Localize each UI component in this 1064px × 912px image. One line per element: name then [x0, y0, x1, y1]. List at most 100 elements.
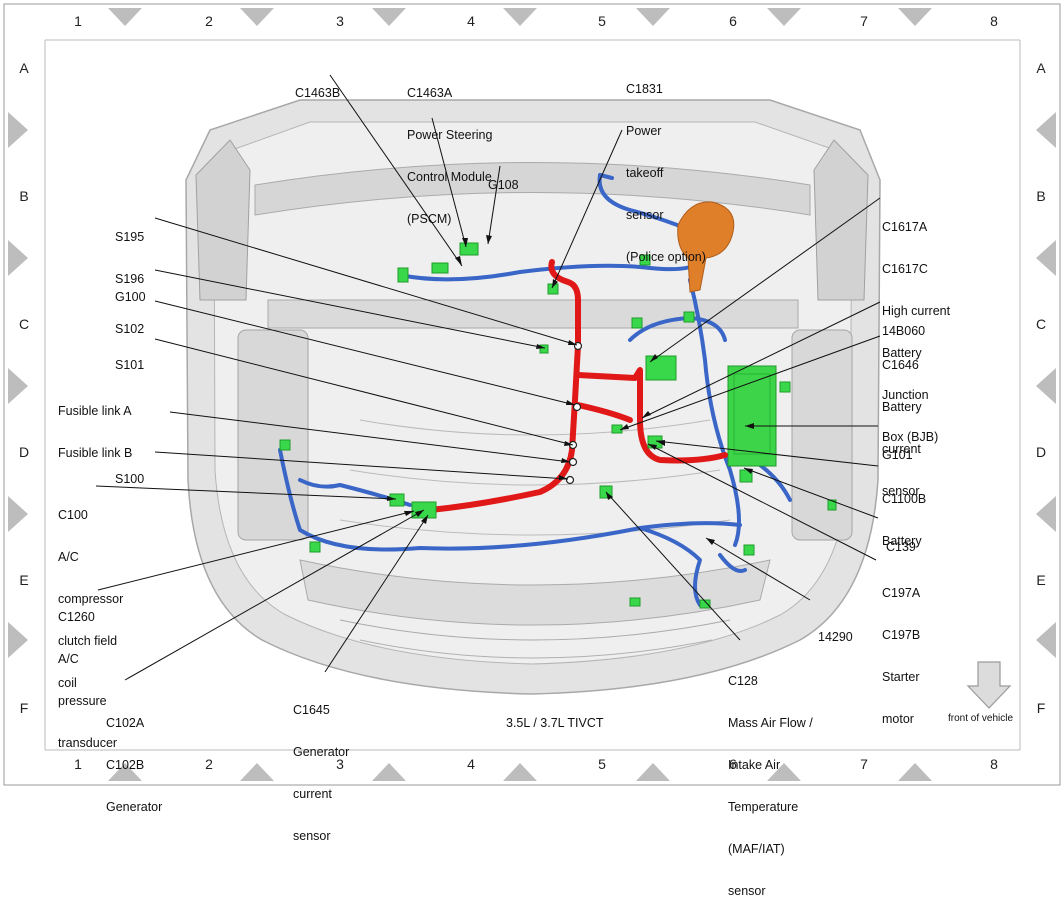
label-c1646: C1646 Battery current sensor — [882, 330, 922, 512]
grid-col-4: 4 — [467, 13, 475, 29]
label-14b060: 14B060 — [882, 296, 925, 352]
label-g100: G100 — [115, 262, 146, 318]
label-line: transducer — [58, 736, 118, 750]
label-line: Starter — [882, 670, 920, 684]
label-line: sensor — [626, 208, 664, 222]
grid-row-b: B — [19, 188, 29, 204]
label-c1260: C1260 A/C pressure transducer — [58, 582, 117, 764]
label-line: pressure — [58, 694, 107, 708]
grid-row-f: F — [1036, 700, 1046, 716]
grid-row-d: D — [1035, 444, 1047, 460]
label-line: C197A — [882, 586, 921, 600]
label-c197: C197A C197B Starter motor — [882, 558, 920, 740]
grid-col-7: 7 — [860, 13, 868, 29]
grid-row-e: E — [19, 572, 29, 588]
label-line: S102 — [115, 322, 145, 336]
grid-row-e: E — [1036, 572, 1046, 588]
label-line: C1617A — [882, 220, 928, 234]
grid-col-6: 6 — [729, 13, 737, 29]
label-line: S196 — [115, 272, 145, 286]
power-harness — [427, 259, 728, 513]
main-wiring-harness — [278, 173, 792, 607]
label-fusible-links: Fusible link A Fusible link B — [58, 376, 132, 474]
label-line: High current — [882, 304, 951, 318]
label-line: C102A — [106, 716, 145, 730]
label-14290: 14290 — [818, 602, 853, 658]
leader-arrowheads — [387, 235, 754, 545]
grid-col-4: 4 — [467, 756, 475, 772]
grid-col-8: 8 — [990, 13, 998, 29]
grid-row-a: A — [1036, 60, 1046, 76]
label-line: Box (BJB) — [882, 430, 939, 444]
label-line: sensor — [882, 484, 920, 498]
label-s195-s196: S195 S196 — [115, 202, 144, 300]
label-line: C197B — [882, 628, 921, 642]
label-line: C139 — [886, 540, 916, 554]
label-line: C1646 — [882, 358, 919, 372]
label-line: compressor — [58, 592, 124, 606]
label-s101: S101 — [115, 330, 144, 386]
label-line: (Police option) — [626, 250, 706, 264]
leader-lines — [95, 74, 881, 681]
grid-row-c: C — [1035, 316, 1047, 332]
label-g108: G108 — [488, 150, 519, 206]
label-line: C100 — [58, 508, 88, 522]
label-line: A/C — [58, 652, 79, 666]
label-line: takeoff — [626, 166, 664, 180]
label-line: G100 — [115, 290, 146, 304]
label-c1100b: C1100B Battery — [882, 464, 926, 562]
label-line: Junction — [882, 388, 929, 402]
wiring-location-diagram: 1 2 3 4 5 6 7 8 1 2 3 4 5 6 7 8 A B C D … — [3, 3, 1061, 898]
label-line: Temperature — [728, 800, 799, 814]
label-line: S101 — [115, 358, 145, 372]
label-c102: C102A C102B Generator — [106, 688, 162, 828]
label-c1645: C1645 Generator current sensor — [293, 675, 349, 857]
label-line: current — [882, 442, 921, 456]
grid-col-8: 8 — [990, 756, 998, 772]
grid-col-1: 1 — [74, 756, 82, 772]
splice-points — [565, 341, 583, 485]
label-line: coil — [58, 676, 77, 690]
label-line: (PSCM) — [407, 212, 452, 226]
label-c1831: C1831 Power takeoff sensor (Police optio… — [626, 54, 706, 278]
label-c100: C100 A/C compressor clutch field coil — [58, 480, 123, 704]
label-line: C128 — [728, 674, 758, 688]
grid-row-f: F — [19, 700, 29, 716]
label-line: A/C — [58, 550, 79, 564]
label-line: C1831 — [626, 82, 663, 96]
label-line: 14290 — [818, 630, 853, 644]
grid-col-3: 3 — [336, 756, 344, 772]
label-c1463b: C1463B — [295, 58, 340, 114]
label-g101: G101 — [882, 420, 913, 476]
diagram-frame — [3, 3, 1061, 786]
grid-col-5: 5 — [598, 13, 606, 29]
grid-row-b: B — [1036, 188, 1046, 204]
label-line: Mass Air Flow / — [728, 716, 813, 730]
label-line: motor — [882, 712, 914, 726]
label-line: sensor — [293, 829, 331, 843]
label-line: G101 — [882, 448, 913, 462]
label-line: C1645 — [293, 703, 330, 717]
label-line: Power Steering — [407, 128, 493, 142]
label-line: Battery — [882, 346, 922, 360]
grid-col-2: 2 — [205, 756, 213, 772]
label-line: Generator — [106, 800, 163, 814]
label-line: clutch field — [58, 634, 118, 648]
grid-border-markers — [8, 8, 1056, 781]
label-s100: S100 — [115, 444, 144, 500]
grid-col-6: 6 — [729, 756, 737, 772]
label-line: (MAF/IAT) — [728, 842, 785, 856]
battery — [727, 365, 777, 467]
front-of-vehicle-arrow-icon — [966, 661, 1012, 709]
label-line: sensor — [728, 884, 766, 898]
label-line: S195 — [115, 230, 145, 244]
label-c1463a: C1463A Power Steering Control Module (PS… — [407, 58, 492, 240]
grid-col-7: 7 — [860, 756, 868, 772]
vehicle-engine-bay-illustration — [3, 3, 1061, 786]
label-line: S100 — [115, 472, 145, 486]
label-c128: C128 Mass Air Flow / Intake Air Temperat… — [728, 646, 813, 912]
grid-row-a: A — [19, 60, 29, 76]
grid-row-c: C — [18, 316, 30, 332]
engine-label: 3.5L / 3.7L TIVCT — [506, 716, 604, 730]
label-c139: C139 — [886, 512, 916, 568]
